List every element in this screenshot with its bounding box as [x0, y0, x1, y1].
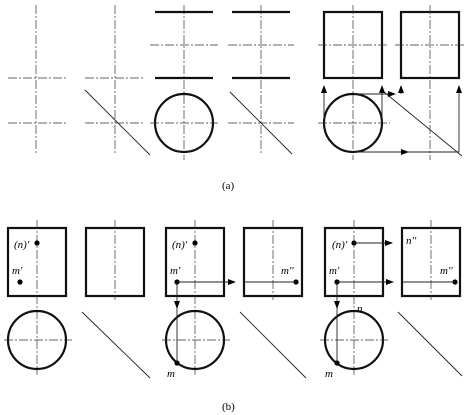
label-n-front: (n)'	[172, 239, 188, 251]
step-b3-project-n: (n)' n'' m' m'' n m	[320, 220, 463, 380]
step-b1-locate-points: (n)' m'	[4, 220, 151, 379]
label-m-front: m'	[170, 265, 181, 277]
step-a3-complete-views	[318, 5, 464, 160]
caption-b: (b)	[222, 401, 235, 413]
step-b2-project-m: (n)' m' m'' m	[162, 220, 307, 380]
label-m-side: m''	[281, 265, 294, 277]
label-m-top: m	[167, 368, 175, 380]
step-a1-axes	[8, 5, 151, 156]
label-m-top: m	[325, 368, 333, 380]
label-n-front: (n)'	[332, 239, 348, 251]
label-m-front: m'	[12, 265, 23, 277]
step-a2-base-projections	[150, 5, 294, 160]
label-m-front: m'	[329, 265, 340, 277]
label-n-side: n''	[406, 235, 417, 247]
label-m-side: m''	[440, 265, 453, 277]
caption-a: (a)	[222, 180, 235, 192]
label-n-front: (n)'	[14, 239, 30, 251]
label-n-top: n	[357, 303, 363, 315]
